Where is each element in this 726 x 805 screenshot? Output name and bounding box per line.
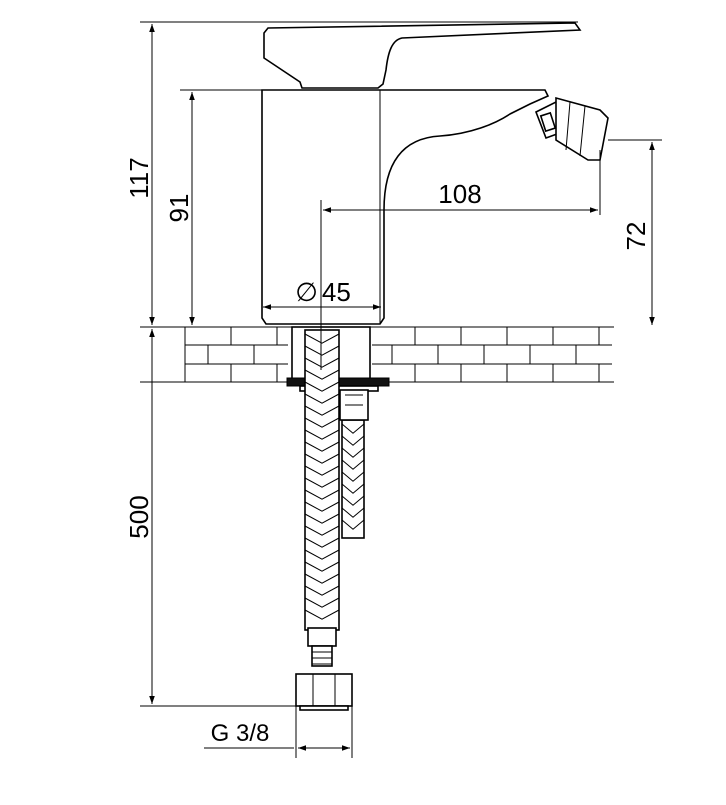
brick-pattern (184, 327, 612, 382)
body-height-label: 91 (164, 194, 194, 223)
total-height-label: 117 (124, 157, 154, 198)
dimension-spout-reach (320, 150, 601, 370)
lever-handle (263, 22, 582, 89)
dimension-total-height (140, 21, 578, 325)
hose-braid (304, 333, 340, 620)
dimension-spout-height (608, 139, 662, 325)
spray-nozzle (534, 96, 609, 161)
hose-length-label: 500 (124, 495, 154, 538)
supply-tube-braid (341, 423, 365, 530)
diameter-symbol: ∅ (295, 277, 318, 307)
base-diameter-label: ∅45 (295, 277, 351, 307)
flexible-hose (304, 329, 340, 631)
base-diameter-value: 45 (322, 277, 351, 307)
dimension-hose-length (140, 329, 300, 707)
spout-height-label: 72 (621, 222, 651, 251)
supply-tube (339, 389, 369, 539)
spout-reach-label: 108 (438, 179, 481, 209)
hose-connector (295, 627, 353, 711)
countertop (140, 326, 614, 383)
dimension-body-height (180, 89, 262, 325)
connector-thread-label: G 3/8 (211, 720, 270, 747)
dimension-connector-thread (204, 706, 353, 758)
